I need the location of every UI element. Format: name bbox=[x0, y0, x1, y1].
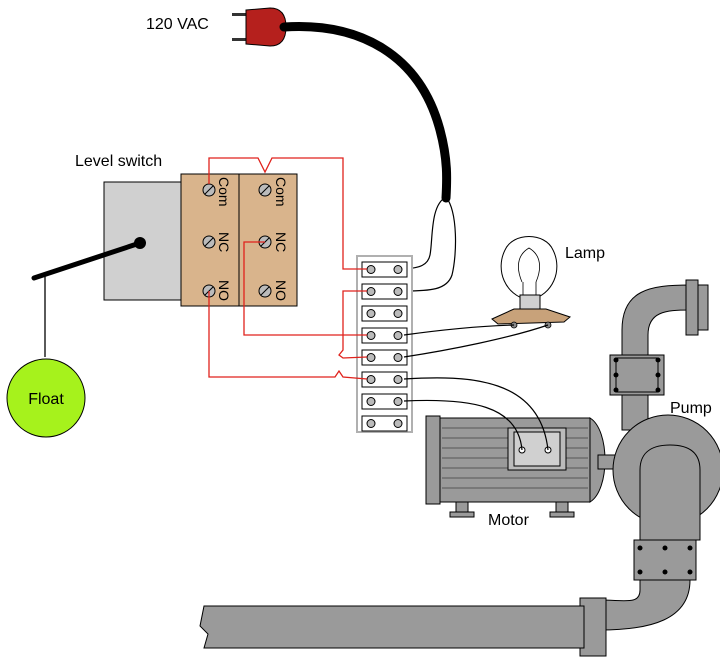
terminal-6 bbox=[361, 371, 408, 388]
power-cord bbox=[279, 22, 452, 203]
pole1-nc-label: NC bbox=[216, 232, 232, 252]
flange-bolts bbox=[613, 357, 693, 575]
terminal-4 bbox=[361, 327, 408, 344]
pole1-no-label: NO bbox=[216, 280, 232, 301]
pump-label: Pump bbox=[670, 400, 712, 417]
terminal-2 bbox=[361, 283, 408, 300]
terminal-block bbox=[356, 255, 413, 433]
terminal-3 bbox=[361, 305, 408, 322]
terminal-1 bbox=[361, 261, 408, 278]
power-label: 120 VAC bbox=[146, 16, 209, 33]
lamp-label: Lamp bbox=[565, 245, 605, 262]
terminal-5 bbox=[361, 349, 408, 366]
pole2-no-terminal bbox=[258, 284, 272, 298]
lamp-wires bbox=[403, 324, 549, 358]
float bbox=[6, 358, 86, 438]
switch-contact-labels: Com NC NO Com NC NO bbox=[216, 177, 289, 301]
pole1-com-terminal bbox=[202, 183, 216, 197]
terminal-2-to-5-wire bbox=[338, 290, 368, 359]
cord-conductors bbox=[403, 196, 457, 292]
float-assembly bbox=[6, 237, 146, 438]
terminal-7 bbox=[361, 393, 408, 410]
motor-wires bbox=[403, 377, 549, 451]
pole2-com-label: Com bbox=[273, 177, 289, 207]
pole1-com-label: Com bbox=[216, 177, 232, 207]
pump-piping bbox=[199, 279, 720, 657]
pole1-no-wire bbox=[208, 291, 368, 380]
motor bbox=[425, 415, 619, 518]
pole2-no-label: NO bbox=[273, 280, 289, 301]
switch-wiring-red bbox=[208, 157, 368, 380]
pole1-nc-terminal bbox=[202, 235, 216, 249]
pole2-nc-wire bbox=[243, 241, 367, 336]
float-label: Float bbox=[28, 391, 64, 408]
terminal-8 bbox=[361, 415, 408, 432]
pole2-nc-label: NC bbox=[273, 232, 289, 252]
com-jumper-wire bbox=[208, 157, 367, 270]
pole2-com-terminal bbox=[258, 183, 272, 197]
lamp bbox=[491, 236, 572, 329]
power-plug bbox=[232, 7, 287, 47]
level-switch-label: Level switch bbox=[75, 153, 162, 170]
level-switch bbox=[103, 173, 298, 307]
motor-label: Motor bbox=[488, 512, 530, 529]
